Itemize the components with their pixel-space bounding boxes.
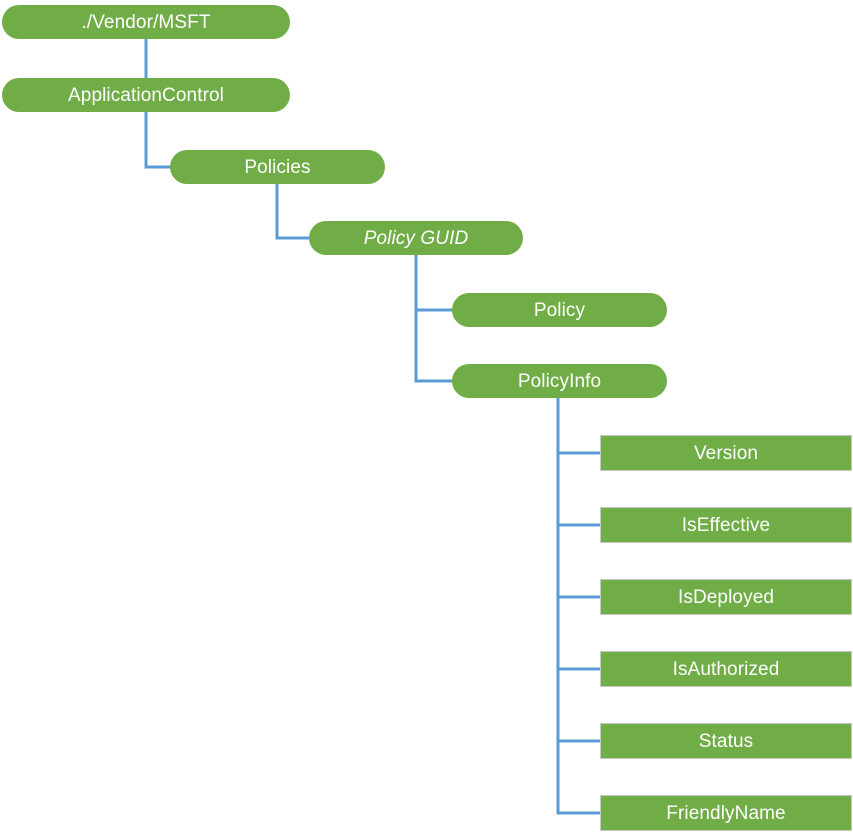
tree-node-status[interactable]: Status [600, 723, 852, 759]
tree-node-label: Status [698, 730, 754, 752]
tree-node-label: IsAuthorized [672, 658, 780, 680]
tree-node-policy-info[interactable]: PolicyInfo [452, 364, 667, 398]
tree-node-is-effective[interactable]: IsEffective [600, 507, 852, 543]
connector-policy-info-to-friendly-name [556, 398, 601, 815]
tree-node-application-control[interactable]: ApplicationControl [2, 78, 290, 112]
connector-policy-guid-to-policy-info [414, 255, 454, 383]
connector-policies-to-policy-guid [275, 184, 311, 240]
connector-application-control-to-policies [144, 112, 172, 169]
connector-policy-info-to-is-authorized [556, 398, 601, 671]
connector-policy-info-to-version [556, 398, 601, 455]
tree-node-policies[interactable]: Policies [170, 150, 385, 184]
tree-node-vendor-msft[interactable]: ./Vendor/MSFT [2, 5, 290, 39]
tree-node-label: Policies [244, 156, 311, 178]
connector-policy-info-to-status [556, 398, 601, 743]
tree-node-label: Policy GUID [363, 227, 469, 249]
tree-node-label: IsDeployed [677, 586, 775, 608]
tree-node-friendly-name[interactable]: FriendlyName [600, 795, 852, 831]
tree-node-version[interactable]: Version [600, 435, 852, 471]
tree-node-label: ./Vendor/MSFT [81, 11, 211, 33]
tree-node-policy-guid[interactable]: Policy GUID [309, 221, 523, 255]
tree-node-label: Version [693, 442, 759, 464]
tree-node-label: PolicyInfo [517, 370, 602, 392]
tree-node-label: Policy [533, 299, 586, 321]
tree-node-label: FriendlyName [666, 802, 786, 824]
tree-node-is-deployed[interactable]: IsDeployed [600, 579, 852, 615]
connector-policy-info-to-is-effective [556, 398, 601, 527]
tree-node-is-authorized[interactable]: IsAuthorized [600, 651, 852, 687]
connector-policy-info-to-is-deployed [556, 398, 601, 599]
tree-node-policy[interactable]: Policy [452, 293, 667, 327]
connector-policy-guid-to-policy [414, 255, 454, 312]
tree-node-label: IsEffective [681, 514, 771, 536]
tree-node-label: ApplicationControl [68, 84, 224, 106]
